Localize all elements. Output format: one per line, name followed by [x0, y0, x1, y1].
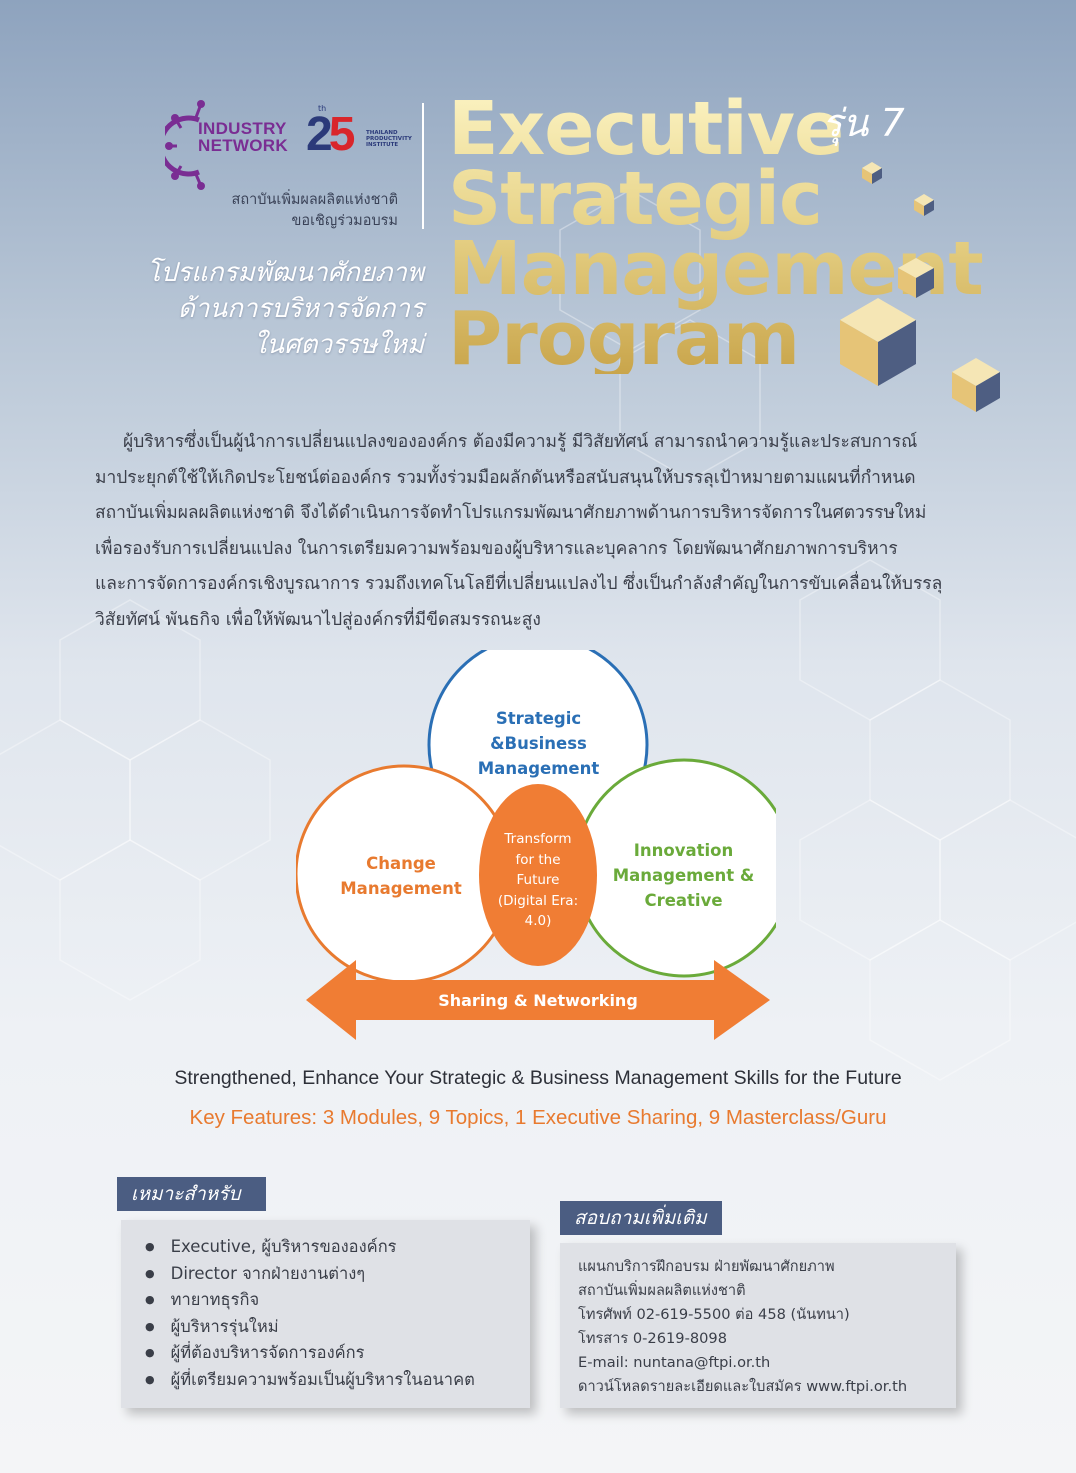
intro-line: สถาบันเพิ่มผลผลิตแห่งชาติ จึงได้ดำเนินกา… [95, 503, 927, 523]
key-features: Key Features: 3 Modules, 9 Topics, 1 Exe… [189, 1106, 887, 1129]
change-management-label: Change Management [326, 851, 476, 901]
strategic-label-line: Strategic [495, 709, 582, 728]
intro-paragraph: ผู้บริหารซึ่งเป็นผู้นำการเปลี่ยนแปลงของอ… [95, 425, 981, 638]
strategic-label-line: &Business [490, 734, 587, 753]
thai-title-line3: ในศตวรรษใหม่ [253, 330, 425, 360]
thai-program-title: โปรแกรมพัฒนาศักยภาพ ด้านการบริหารจัดการ … [147, 255, 424, 363]
cube-small-1 [862, 162, 882, 184]
tpi-name-line2: PRODUCTIVITY [366, 136, 412, 142]
diagram-shapes [296, 650, 776, 1040]
innovation-label-line: Creative [644, 891, 723, 910]
transform-label-line: (Digital Era: [497, 892, 579, 909]
sharing-arrow [306, 960, 770, 1040]
cube-medium-2 [952, 358, 1000, 412]
industry-network-logo: INDUSTRY NETWORK [158, 98, 300, 190]
transform-label: Transform for the Future (Digital Era: 4… [484, 829, 592, 932]
suitable-for-panel: Executive, ผู้บริหารขององค์กร Director จ… [121, 1220, 530, 1408]
change-label-line: Change [366, 854, 436, 873]
thai-title-line1: โปรแกรมพัฒนาศักยภาพ [146, 258, 424, 288]
header-divider [422, 103, 424, 229]
tpi-name-line3: INSTITUTE [366, 142, 399, 148]
list-item: ผู้ที่ต้องบริหารจัดการองค์กร [145, 1340, 475, 1367]
transform-label-line: Future [516, 872, 560, 888]
suitable-for-tag: เหมาะสำหรับ [117, 1177, 266, 1211]
contact-panel: แผนกบริการฝึกอบรม ฝ่ายพัฒนาศักยภาพ สถาบั… [560, 1243, 956, 1408]
strategic-label-line: Management [477, 759, 600, 778]
anniversary-suffix: th [318, 104, 327, 113]
industry-logo-line2: NETWORK [198, 136, 288, 155]
strategic-business-label: Strategic &Business Management [456, 706, 621, 781]
list-item: ผู้บริหารรุ่นใหม่ [145, 1314, 475, 1341]
cube-small-2 [914, 194, 934, 216]
intro-line: เพื่อรองรับการเปลี่ยนแปลง ในการเตรียมควา… [95, 538, 898, 559]
institute-invitation: สถาบันเพิ่มผลผลิตแห่งชาติ ขอเชิญร่วมอบรม [231, 190, 398, 232]
transform-label-line: for the [515, 851, 561, 868]
industry-logo-line1: INDUSTRY [198, 119, 287, 138]
intro-line: ผู้บริหารซึ่งเป็นผู้นำการเปลี่ยนแปลงของอ… [123, 432, 918, 452]
contact-department: แผนกบริการฝึกอบรม ฝ่ายพัฒนาศักยภาพ [578, 1258, 835, 1275]
tagline: Strengthened, Enhance Your Strategic & B… [174, 1067, 902, 1089]
center-ellipse [479, 784, 597, 966]
contact-phone: โทรศัพท์ 02-619-5500 ต่อ 458 (นันทนา) [578, 1306, 850, 1323]
innovation-label-line: Management & [612, 866, 755, 885]
decorative-cubes [840, 162, 1000, 412]
invitation-line: ขอเชิญร่วมอบรม [291, 213, 398, 229]
cube-large [840, 298, 916, 386]
contact-institute: สถาบันเพิ่มผลผลิตแห่งชาติ [578, 1282, 746, 1299]
cube-medium [898, 258, 934, 298]
intro-line: มาประยุกต์ใช้ให้เกิดประโยชน์ต่อองค์กร รว… [95, 467, 916, 488]
sharing-networking-label: Sharing & Networking [438, 991, 638, 1010]
list-item: ทายาทธุรกิจ [145, 1287, 475, 1314]
intro-line: และการจัดการองค์กรเชิงบูรณาการ รวมถึงเทค… [95, 574, 943, 594]
institute-line: สถาบันเพิ่มผลผลิตแห่งชาติ [231, 192, 398, 208]
contact-tag: สอบถามเพิ่มเติม [560, 1201, 722, 1235]
change-label-line: Management [340, 879, 462, 898]
list-item: Director จากฝ่ายงานต่างๆ [145, 1261, 475, 1288]
transform-label-line: 4.0) [524, 913, 552, 929]
contact-details: แผนกบริการฝึกอบรม ฝ่ายพัฒนาศักยภาพ สถาบั… [578, 1255, 907, 1399]
innovation-label: Innovation Management & Creative [601, 838, 766, 913]
suitable-for-list: Executive, ผู้บริหารขององค์กร Director จ… [145, 1234, 475, 1394]
anniversary-number: 25 [306, 108, 355, 161]
list-item: Executive, ผู้บริหารขององค์กร [145, 1234, 475, 1261]
transform-label-line: Transform [504, 831, 572, 847]
tpi-25th-logo: th 25 25 THAILAND PRODUCTIVITY INSTITUTE [306, 104, 416, 166]
contact-fax: โทรสาร 0-2619-8098 [578, 1330, 727, 1347]
tpi-name: THAILAND PRODUCTIVITY INSTITUTE [366, 130, 412, 148]
tpi-name-line1: THAILAND [366, 130, 398, 136]
intro-line: วิสัยทัศน์ พันธกิจ เพื่อให้พัฒนาไปสู่องค… [95, 609, 541, 630]
thai-title-line2: ด้านการบริหารจัดการ [177, 294, 424, 324]
innovation-label-line: Innovation [633, 841, 734, 860]
list-item: ผู้ที่เตรียมความพร้อมเป็นผู้บริหารในอนาค… [145, 1367, 475, 1394]
generation-label: รุ่น 7 [822, 101, 905, 145]
program-diagram: Strategic &Business Management Change Ma… [296, 650, 776, 1050]
contact-website: ดาวน์โหลดรายละเอียดและใบสมัคร www.ftpi.o… [578, 1378, 908, 1395]
contact-email: E-mail: nuntana@ftpi.or.th [578, 1354, 771, 1371]
